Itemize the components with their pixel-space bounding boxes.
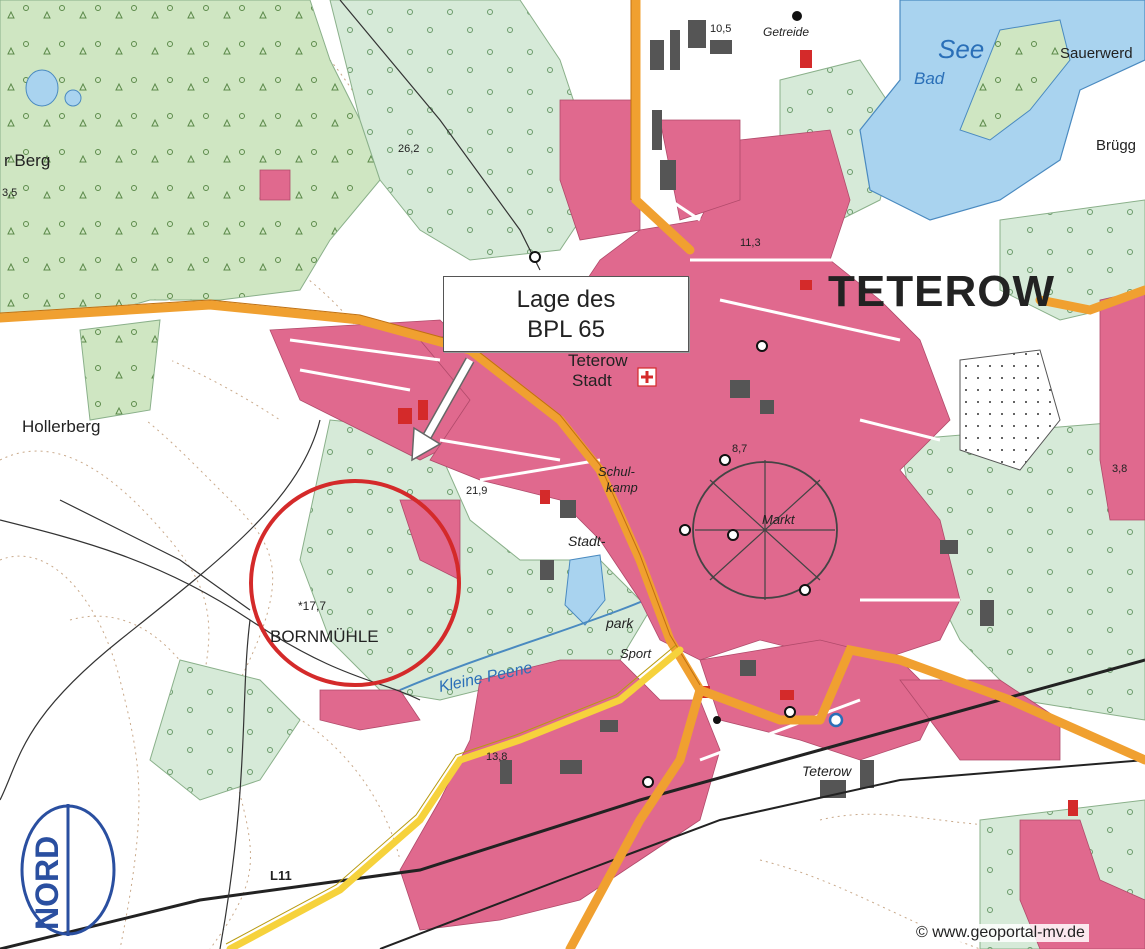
label-schulkamp: Schul- (598, 464, 636, 479)
poi-marker (719, 454, 731, 466)
island (959, 19, 1071, 141)
north-arrow-icon (20, 804, 116, 936)
label-height: 26,2 (398, 143, 419, 155)
poi-marker (756, 340, 768, 352)
pond (64, 89, 82, 107)
settlement-area (259, 99, 1145, 949)
label-sport: Sport (620, 646, 652, 661)
label-height: 21,9 (466, 485, 487, 497)
label-stadtpark: Stadt- (568, 533, 606, 549)
label-getreide: Getreide (763, 25, 809, 39)
label-schulkamp: kamp (606, 480, 638, 495)
label-station-teterow: Teterow (802, 763, 852, 779)
label-height: 13,8 (486, 751, 507, 763)
buildings (500, 20, 994, 798)
road-l11 (226, 646, 684, 949)
forest-area (79, 319, 161, 421)
poi-marker (727, 529, 739, 541)
poi-marker (799, 584, 811, 596)
poi-marker (784, 706, 796, 718)
pond (25, 69, 59, 107)
north-arrow-label: NORD (29, 836, 65, 930)
hospital-icon (637, 367, 657, 387)
label-bruegg: Brügg (1096, 137, 1136, 154)
poi-marker (828, 712, 844, 728)
copyright-notice[interactable]: © www.geoportal-mv.de (912, 924, 1089, 942)
poi-marker (529, 251, 541, 263)
pond (564, 554, 606, 626)
label-bornmuehle: BORNMÜHLE (270, 627, 379, 646)
label-see: See (938, 34, 984, 64)
label-berg: r Berg (4, 151, 50, 170)
label-sauerwerder: Sauerwerd (1060, 45, 1133, 62)
label-teterow-stadt: Stadt (572, 371, 612, 390)
callout-line-1: Lage des (516, 286, 616, 313)
label-stadtpark: park (605, 615, 634, 631)
label-hollerberg: Hollerberg (22, 417, 100, 436)
label-bad: Bad (914, 69, 945, 88)
label-height: 8,7 (732, 443, 747, 455)
label-height: 10,5 (710, 23, 731, 35)
poi-marker (642, 776, 654, 788)
town-label-teterow: TETEROW (828, 267, 1055, 316)
bpl65-callout-box: Lage des BPL 65 (443, 276, 689, 352)
label-teterow-stadt: Teterow (568, 351, 628, 370)
label-height-3-5: 3,5 (2, 187, 17, 199)
poi-marker (679, 524, 691, 536)
label-road-l11: L11 (270, 868, 292, 883)
streets (289, 178, 960, 762)
bpl65-location-circle (249, 479, 461, 687)
special-area (959, 349, 1061, 471)
label-height: 3,8 (1112, 463, 1127, 475)
label-height: 11,3 (740, 237, 761, 249)
callout-line-2: BPL 65 (527, 316, 605, 343)
label-height-bornmuehle: *17,7 (298, 599, 326, 613)
callout-arrow (411, 357, 475, 462)
label-markt: Markt (762, 512, 796, 527)
forest-area (329, 0, 601, 261)
poi-marker (713, 716, 721, 724)
forest-area (149, 659, 301, 801)
poi-marker (792, 11, 802, 21)
